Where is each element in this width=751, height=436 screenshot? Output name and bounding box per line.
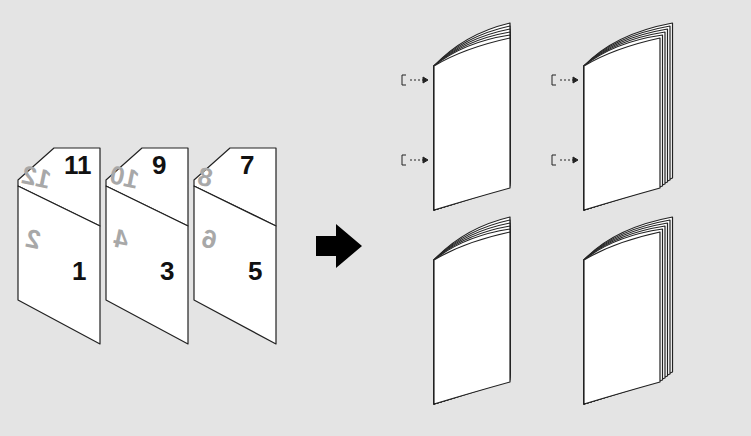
booklet-page	[434, 26, 510, 210]
page-number: 9	[152, 152, 166, 178]
booklet-page	[584, 35, 663, 210]
staple-marks	[402, 75, 578, 165]
booklet-page	[434, 23, 510, 210]
booklet-page	[584, 32, 665, 210]
booklet-page	[584, 220, 670, 404]
booklets	[434, 23, 673, 404]
booklet-cover	[434, 232, 510, 404]
booklet-page	[434, 35, 510, 210]
booklet-page	[584, 26, 670, 210]
booklet-page	[434, 29, 510, 210]
booklet-page	[584, 226, 665, 404]
mirrored-page-number: 12	[20, 161, 54, 192]
block-arrow	[316, 224, 362, 268]
booklet-page	[584, 223, 668, 404]
page-number: 5	[248, 258, 262, 284]
booklet-page	[584, 217, 673, 404]
booklet-cover	[584, 232, 660, 404]
booklet-cover	[434, 38, 510, 210]
sheet-front	[194, 186, 276, 344]
sheet-front	[18, 186, 100, 344]
folded-sheets	[18, 148, 276, 344]
booklet-page	[584, 229, 663, 404]
page-number: 11	[64, 152, 92, 178]
booklet-page	[434, 217, 510, 404]
booklet-page	[434, 220, 510, 404]
booklet-page	[434, 226, 510, 404]
booklet-page	[584, 29, 668, 210]
sheet-front	[106, 186, 188, 344]
mirrored-page-number: 10	[108, 161, 142, 192]
page-number: 7	[240, 152, 254, 178]
booklet-page	[434, 223, 510, 404]
booklet-page	[434, 229, 510, 404]
page-number: 1	[72, 258, 86, 284]
booklet-page	[434, 32, 510, 210]
page-number: 3	[160, 258, 174, 284]
booklet-page	[584, 23, 673, 210]
booklet-cover	[584, 38, 660, 210]
